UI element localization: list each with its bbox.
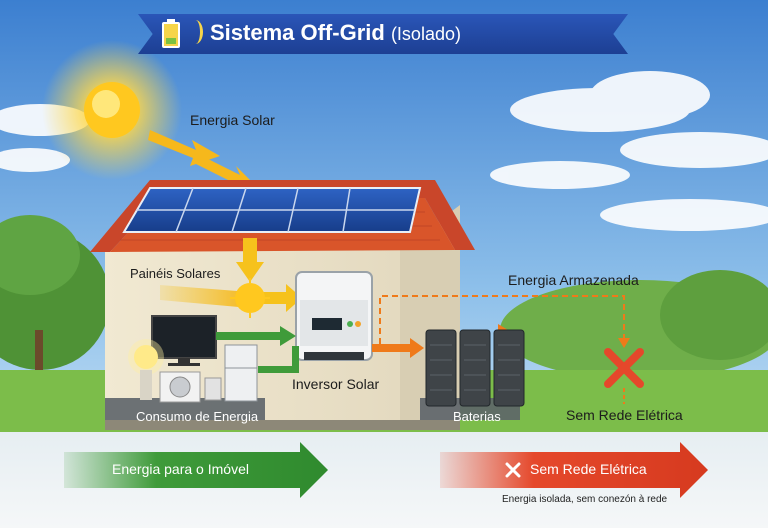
label-batteries: Baterias bbox=[453, 409, 501, 424]
no-grid-arrow-label: Sem Rede Elétrica bbox=[530, 461, 647, 477]
label-solar-inverter: Inversor Solar bbox=[292, 376, 379, 392]
solar-panel-icon bbox=[124, 188, 420, 232]
label-stored-energy: Energia Armazenada bbox=[508, 272, 639, 288]
moon-icon bbox=[188, 20, 203, 44]
title-main: Sistema Off-Grid bbox=[210, 20, 385, 45]
battery-bank-icon bbox=[426, 330, 524, 406]
battery-icon bbox=[162, 22, 180, 48]
label-solar-energy: Energia Solar bbox=[190, 112, 275, 128]
isolated-energy-footnote: Energia isolada, sem conezón à rede bbox=[502, 494, 667, 505]
page-title: Sistema Off-Grid (Isolado) bbox=[210, 20, 461, 46]
sun-icon bbox=[42, 40, 182, 180]
fridge-icon bbox=[225, 345, 257, 401]
label-no-grid: Sem Rede Elétrica bbox=[566, 407, 683, 423]
title-sub: (Isolado) bbox=[391, 24, 461, 44]
title-banner: Sistema Off-Grid (Isolado) bbox=[138, 14, 628, 54]
inverter-icon bbox=[296, 272, 372, 360]
label-solar-panels: Painéis Solares bbox=[130, 266, 220, 281]
energy-to-property-label: Energia para o Imóvel bbox=[112, 461, 249, 477]
label-energy-consumption: Consumo de Energia bbox=[136, 409, 258, 424]
